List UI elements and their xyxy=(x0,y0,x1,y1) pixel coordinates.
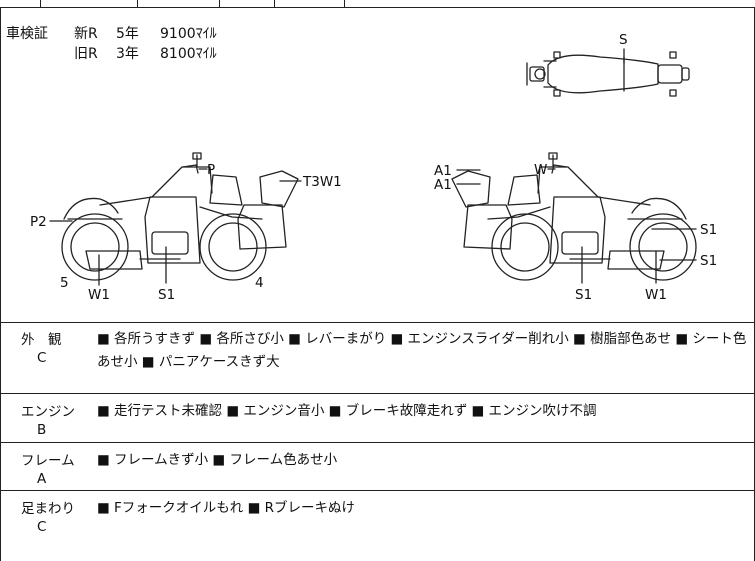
mark-top-s: S xyxy=(619,32,628,48)
mark-left-s1: S1 xyxy=(158,287,175,303)
shaken-years: 3年 xyxy=(116,46,139,62)
mark-right-s1: S1 xyxy=(700,253,717,269)
mark-right-w1: W1 xyxy=(645,287,667,303)
header-cell xyxy=(137,0,220,7)
condition-row-exterior: 外 観 C ■ 各所うすきず ■ 各所さび小 ■ レバーまがり ■ エンジンスラ… xyxy=(0,322,755,394)
condition-category: 外 観 xyxy=(21,332,62,348)
condition-grade: A xyxy=(37,471,47,487)
shaken-row-new: 新R 5年 9100ﾏｲﾙ xyxy=(74,24,217,44)
mark-right-s1: S1 xyxy=(575,287,592,303)
shaken-label: 車検証 xyxy=(6,26,48,42)
condition-grade: C xyxy=(37,519,47,535)
header-cell xyxy=(40,0,138,7)
shaken-years: 5年 xyxy=(116,26,139,42)
motorcycle-diagrams: S P T3W1 P2 5 W1 S1 4 A1 A1 W S1 W1 S1 S… xyxy=(30,32,717,303)
front-wheel xyxy=(629,213,697,281)
condition-category: エンジン xyxy=(21,404,75,420)
mark-right-a1: A1 xyxy=(434,177,452,193)
shaken-kind: 新R xyxy=(74,26,98,42)
mark-right-s1: S1 xyxy=(700,222,717,238)
damage-leader-lines xyxy=(49,48,697,286)
mark-left-4: 4 xyxy=(255,275,264,291)
condition-row-engine: エンジン B ■ 走行テスト未確認 ■ エンジン音小 ■ ブレーキ故障走れず ■… xyxy=(0,394,755,443)
shaken-miles: 8100ﾏｲﾙ xyxy=(160,46,217,62)
shaken-miles: 9100ﾏｲﾙ xyxy=(160,26,217,42)
mark-left-5: 5 xyxy=(60,275,69,291)
shaken-kind: 旧R xyxy=(74,46,98,62)
shaken-row-old: 旧R 3年 8100ﾏｲﾙ xyxy=(74,44,217,64)
mark-right-a1: A1 xyxy=(434,163,452,179)
condition-notes: ■ 各所うすきず ■ 各所さび小 ■ レバーまがり ■ エンジンスライダー削れ小… xyxy=(97,331,747,370)
motorcycle-left-side-view xyxy=(61,152,299,281)
condition-category: フレーム xyxy=(21,453,75,469)
mark-left-p2: P2 xyxy=(30,214,47,230)
mark-left-p: P xyxy=(207,162,215,178)
condition-grade: B xyxy=(37,422,47,438)
condition-category: 足まわり xyxy=(21,501,75,517)
condition-row-frame: フレーム A ■ フレームきず小 ■ フレーム色あせ小 xyxy=(0,443,755,491)
header-cell xyxy=(219,0,275,7)
header-cell xyxy=(274,0,345,7)
header-table-edge xyxy=(0,0,755,8)
mark-left-w1: W1 xyxy=(88,287,110,303)
rear-wheel xyxy=(491,213,559,281)
motorcycle-top-view xyxy=(526,51,690,97)
front-wheel xyxy=(61,213,129,281)
header-cell xyxy=(0,0,41,7)
mark-left-t3w1: T3W1 xyxy=(302,174,342,190)
condition-row-suspension: 足まわり C ■ Fフォークオイルもれ ■ Rブレーキぬけ xyxy=(0,491,755,561)
rear-wheel xyxy=(199,213,267,281)
motorcycle-right-side-view xyxy=(451,152,697,281)
condition-notes: ■ Fフォークオイルもれ ■ Rブレーキぬけ xyxy=(97,500,356,516)
condition-notes: ■ 走行テスト未確認 ■ エンジン音小 ■ ブレーキ故障走れず ■ エンジン吹け… xyxy=(97,403,597,419)
condition-notes: ■ フレームきず小 ■ フレーム色あせ小 xyxy=(97,452,338,468)
condition-grade: C xyxy=(37,350,47,366)
mark-right-w: W xyxy=(534,162,547,178)
